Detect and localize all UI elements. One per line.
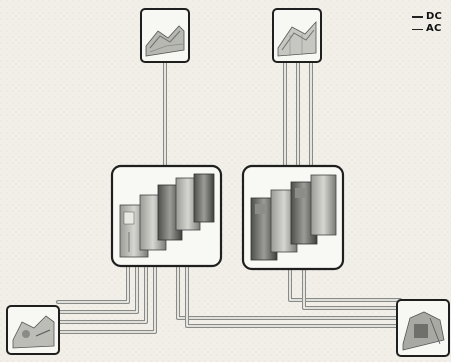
- legend-ac: AC: [412, 23, 451, 35]
- inverter-cabinet-icon: [112, 166, 221, 266]
- solar-panel-icon: [273, 9, 321, 62]
- solar-panel-icon: [141, 9, 189, 62]
- legend-dc: DC: [412, 11, 451, 23]
- legend: DC AC: [412, 11, 451, 37]
- legend-dc-label: DC: [426, 11, 442, 23]
- equipment-icon: [7, 306, 59, 354]
- inverter-cabinet-icon: [243, 166, 343, 269]
- ac-line-icon: [412, 29, 423, 30]
- equipment-icon: [397, 300, 449, 356]
- legend-ac-label: AC: [426, 23, 441, 35]
- dc-line-icon: [412, 16, 423, 18]
